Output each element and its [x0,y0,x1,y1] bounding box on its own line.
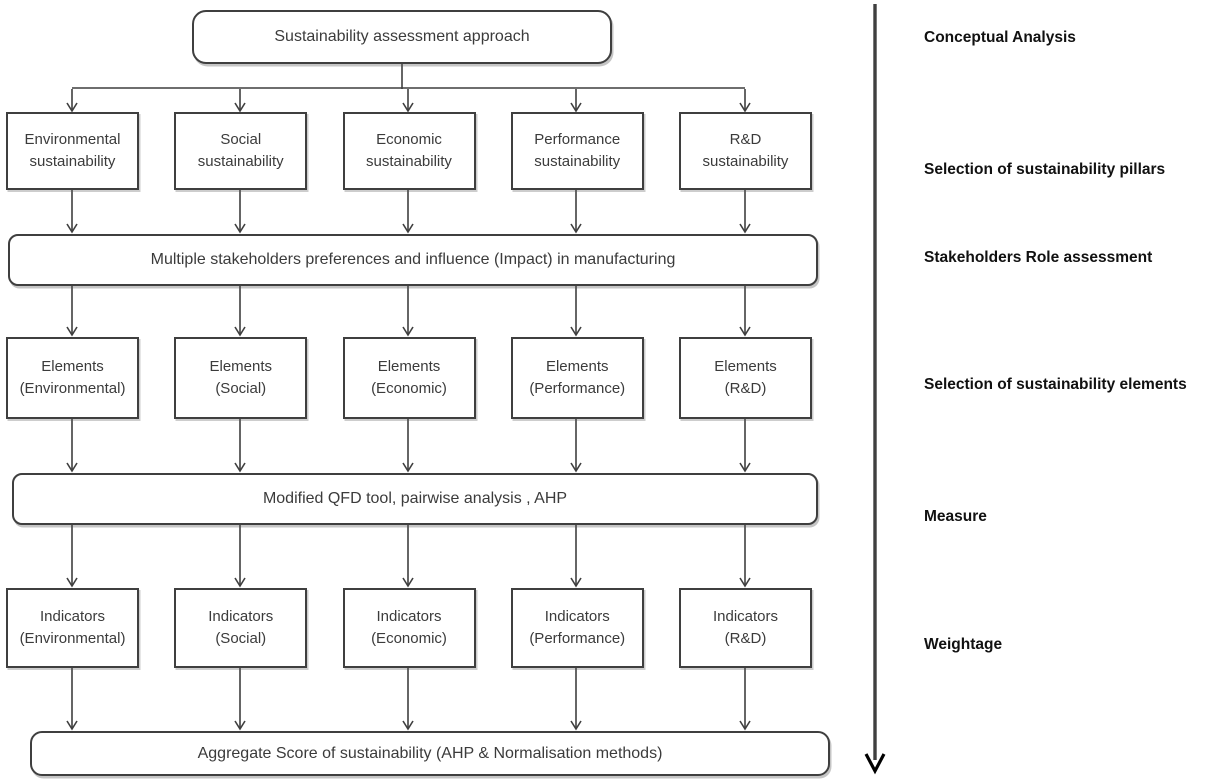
stage-label-conceptual-analysis: Conceptual Analysis [924,29,1076,46]
arrowhead-icon [66,223,78,234]
arrowhead-icon [570,102,582,113]
pillar-box-social: Social sustainability [174,112,308,190]
arrowhead-icon [739,102,751,113]
pillars-row: Environmental sustainability Social sust… [6,112,812,190]
top-box-label: Sustainability assessment approach [274,28,530,45]
arrowhead-icon [66,102,78,113]
elements-box-social: Elements (Social) [174,337,308,419]
pillar-box-rd: R&D sustainability [679,112,812,190]
aggregate-bar-label: Aggregate Score of sustainability (AHP &… [197,744,663,762]
arrowhead-icon [570,462,582,473]
arrowhead-icon [570,577,582,588]
process-timeline-arrowhead-icon [864,753,886,775]
qfd-bar-label: Modified QFD tool, pairwise analysis , A… [262,490,568,507]
arrowhead-icon [234,462,246,473]
stakeholders-bar-label: Multiple stakeholders preferences and in… [150,251,676,268]
arrowhead-icon [570,720,582,731]
arrowhead-icon [739,462,751,473]
indicators-row: Indicators (Environmental) Indicators (S… [6,588,812,668]
arrowhead-icon [570,223,582,234]
arrowhead-icon [234,223,246,234]
elements-box-environmental: Elements (Environmental) [6,337,139,419]
stage-label-selection-elements: Selection of sustainability elements [924,376,1187,393]
pillar-box-performance: Performance sustainability [510,112,644,190]
indicators-box-economic: Indicators (Economic) [342,588,476,668]
arrowhead-icon [402,326,414,337]
arrowhead-icon [234,720,246,731]
top-box: Sustainability assessment approach [192,10,612,64]
stage-label-measure: Measure [924,508,987,525]
elements-box-economic: Elements (Economic) [342,337,476,419]
stakeholders-bar: Multiple stakeholders preferences and in… [8,234,818,286]
arrowhead-icon [402,102,414,113]
pillar-box-environmental: Environmental sustainability [6,112,139,190]
arrowhead-icon [234,577,246,588]
aggregate-bar: Aggregate Score of sustainability (AHP &… [30,731,830,776]
arrowhead-icon [739,720,751,731]
arrowhead-icon [402,577,414,588]
arrowhead-icon [402,720,414,731]
stage-label-stakeholders-role: Stakeholders Role assessment [924,249,1153,266]
arrowhead-icon [739,223,751,234]
stage-label-selection-pillars: Selection of sustainability pillars [924,161,1166,178]
arrowhead-icon [66,462,78,473]
arrowhead-icon [402,223,414,234]
elements-row: Elements (Environmental) Elements (Socia… [6,337,812,419]
arrowhead-icon [739,577,751,588]
elements-box-performance: Elements (Performance) [510,337,644,419]
indicators-box-performance: Indicators (Performance) [510,588,644,668]
arrowhead-icon [739,326,751,337]
qfd-bar: Modified QFD tool, pairwise analysis , A… [12,473,818,525]
pillar-box-economic: Economic sustainability [342,112,476,190]
arrowhead-icon [234,102,246,113]
indicators-box-environmental: Indicators (Environmental) [6,588,139,668]
arrowhead-icon [570,326,582,337]
stage-label-weightage: Weightage [924,636,1003,653]
arrowhead-icon [234,326,246,337]
indicators-box-social: Indicators (Social) [174,588,308,668]
elements-box-rd: Elements (R&D) [679,337,812,419]
indicators-box-rd: Indicators (R&D) [679,588,812,668]
arrowhead-icon [66,326,78,337]
arrowhead-icon [66,577,78,588]
arrowhead-icon [66,720,78,731]
arrowhead-icon [402,462,414,473]
